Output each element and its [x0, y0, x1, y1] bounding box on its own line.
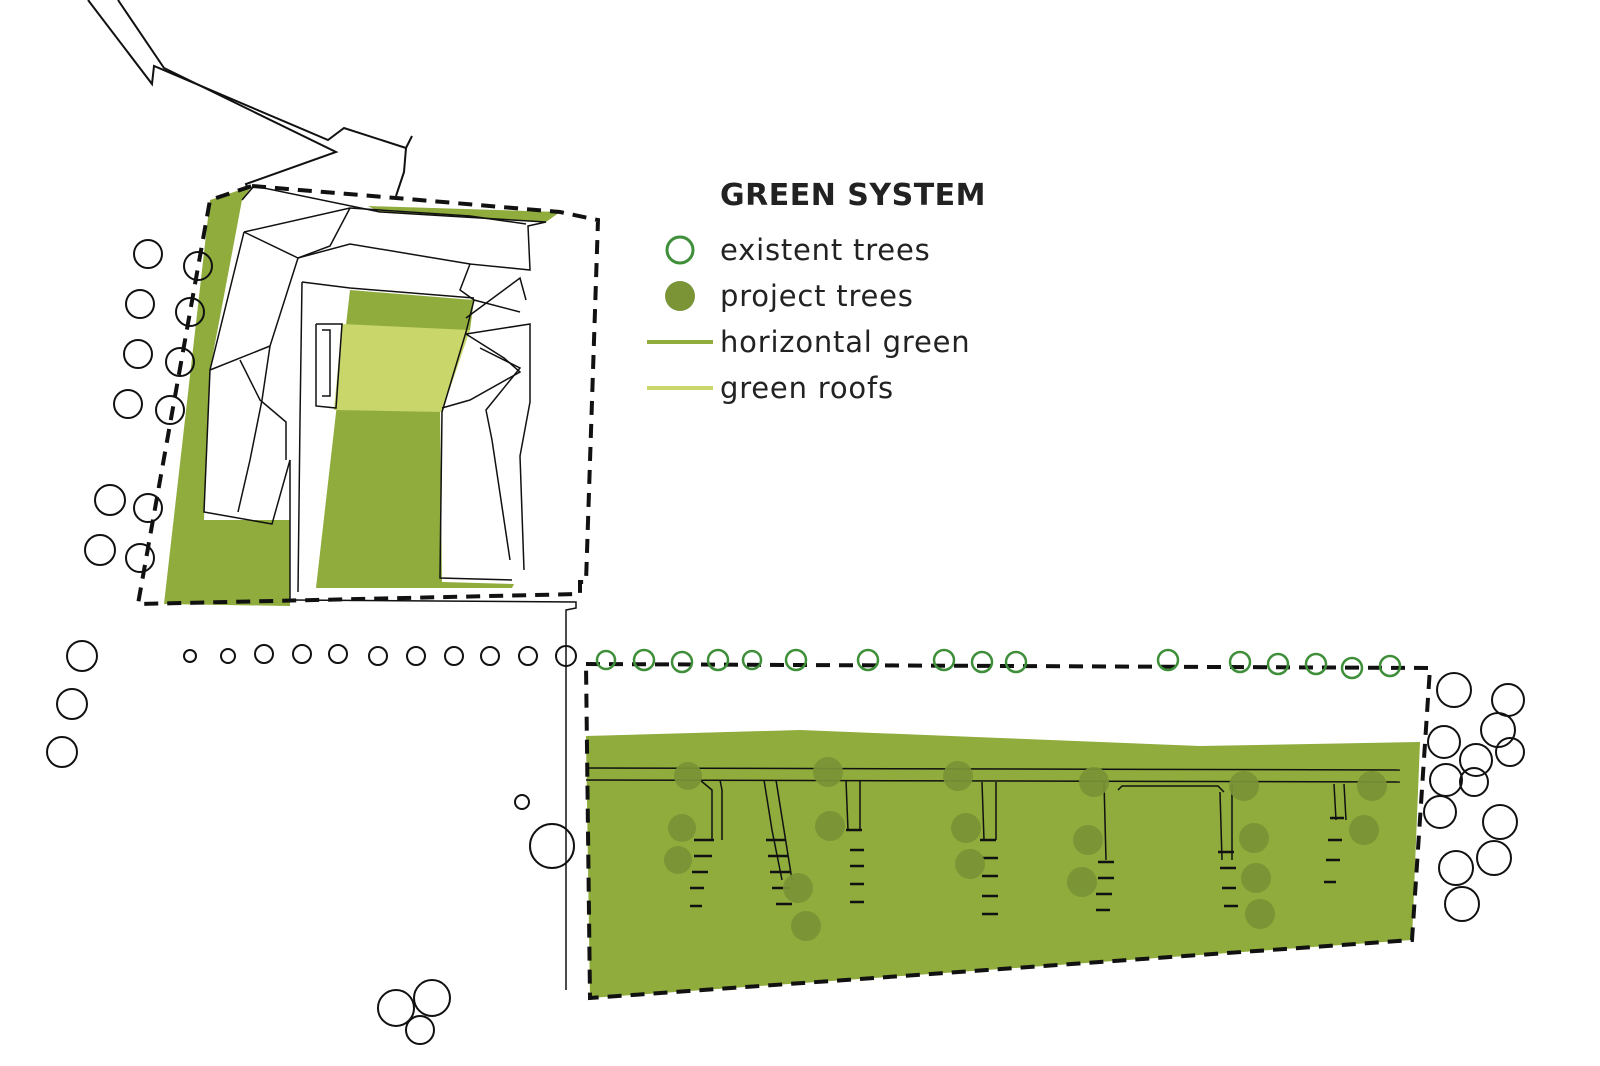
legend-label: project trees [720, 279, 914, 313]
access-road [87, 0, 413, 150]
legend-item-horizontal-green: horizontal green [640, 319, 986, 365]
access-road [395, 147, 407, 197]
horizontal-green-north-strip [368, 206, 560, 222]
filled-circle-icon [640, 278, 720, 314]
north-building-outlines [203, 185, 577, 990]
project-trees [664, 757, 1387, 941]
dark-line-icon [640, 337, 720, 347]
legend: GREEN SYSTEM existent trees project tree… [640, 178, 986, 411]
existent-trees [595, 648, 1402, 680]
legend-label: existent trees [720, 233, 931, 267]
green-roof-courtyard [334, 324, 470, 412]
outline-circle-icon [640, 232, 720, 268]
context-trees [46, 239, 1525, 1045]
north-plot-boundary [135, 183, 601, 607]
horizontal-green-west-strip [164, 186, 290, 606]
light-line-icon [640, 383, 720, 393]
south-plot-boundary [583, 661, 1433, 1001]
access-road [117, 0, 339, 191]
legend-label: green roofs [720, 371, 894, 405]
parking-stall-marks [690, 816, 1344, 916]
legend-item-existent-trees: existent trees [640, 227, 986, 273]
legend-title: GREEN SYSTEM [720, 178, 987, 213]
legend-item-project-trees: project trees [640, 273, 986, 319]
parking-structure [585, 767, 1401, 881]
legend-item-green-roofs: green roofs [640, 365, 986, 411]
legend-label: horizontal green [720, 325, 971, 359]
